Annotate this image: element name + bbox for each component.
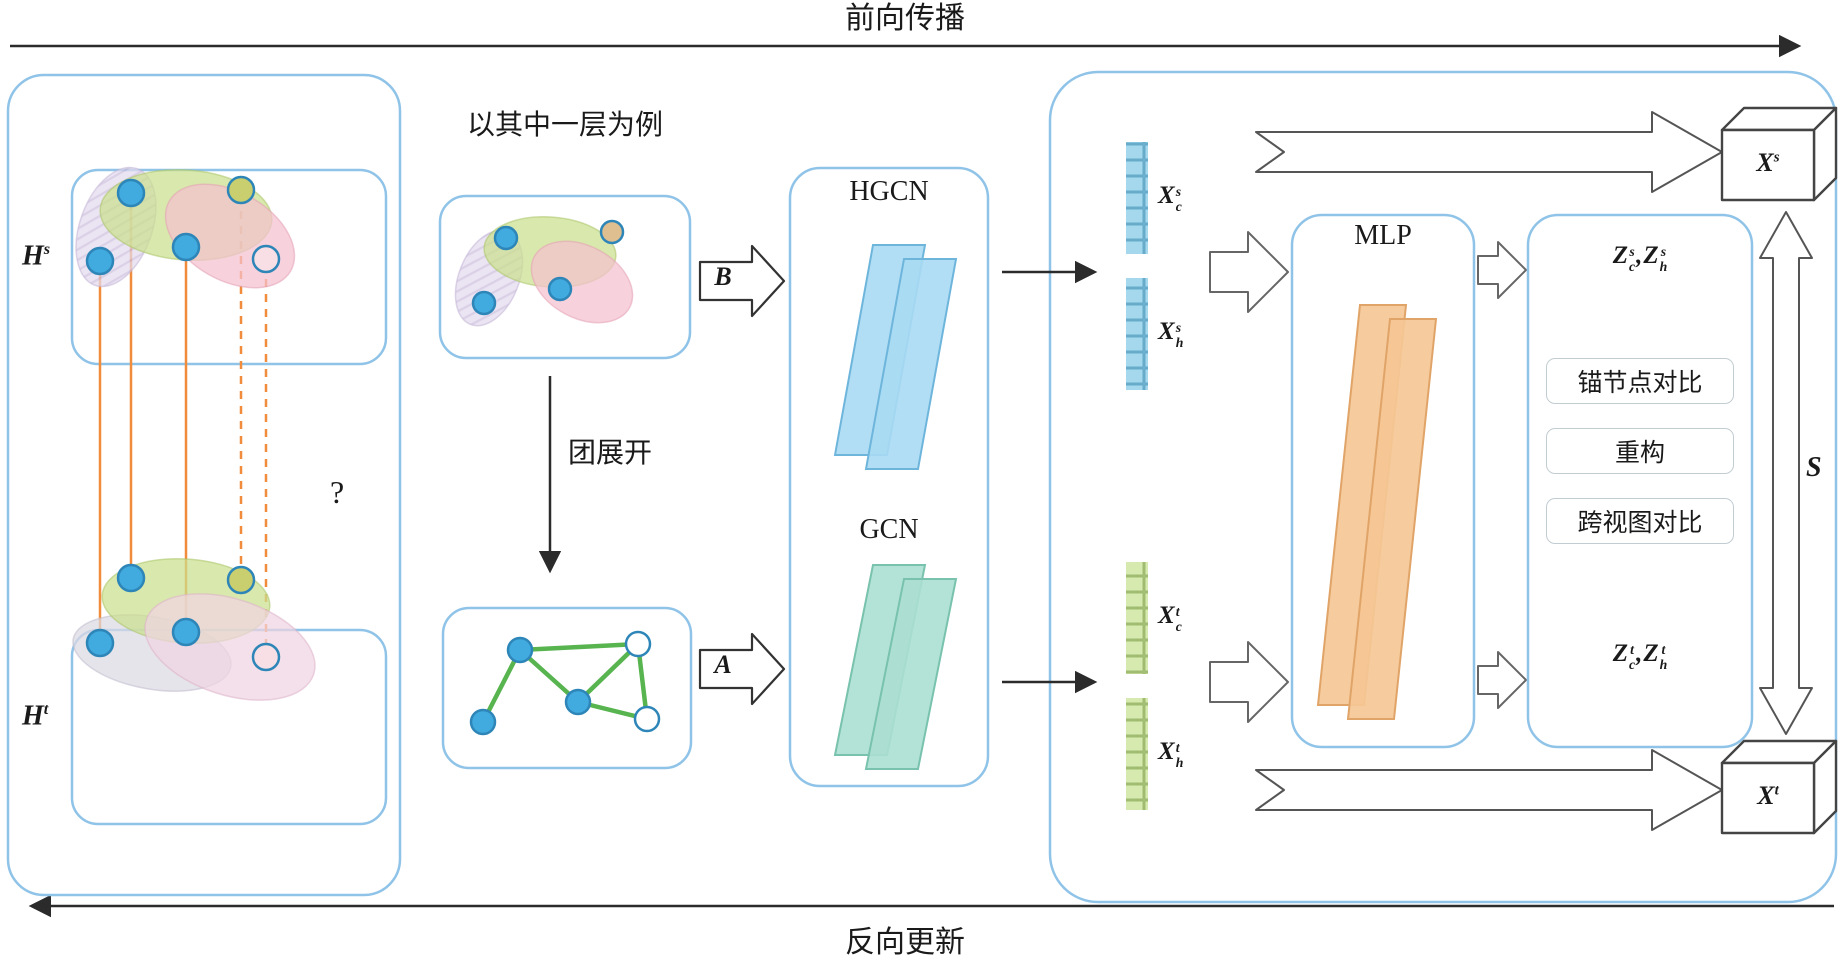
hypergraph-node: [226, 565, 256, 595]
mlp-output-arrow-bottom: [1477, 651, 1527, 709]
cube-front-face: [1720, 128, 1816, 202]
graph-node: [506, 636, 534, 664]
hypergraph-node: [226, 175, 256, 205]
graph-edge: [575, 641, 641, 705]
uncertain-match-label: ?: [330, 474, 345, 510]
forward-propagation-label: 前向传播: [845, 2, 965, 35]
target-hypergraph: [72, 557, 316, 701]
hgcn-layer-front: [864, 258, 958, 470]
source-hypergraph-label: Hs: [22, 240, 51, 272]
layer-example-hypergraph: [454, 216, 634, 327]
hypergraph-node: [599, 219, 625, 245]
hypergraph-node: [471, 290, 497, 316]
hyperedge-blob-pink: [530, 240, 634, 324]
clique-expansion-label: 团展开: [568, 438, 653, 469]
cube-front-face: [1720, 761, 1816, 835]
anchor-contrast-button: 锚节点对比: [1546, 358, 1734, 404]
graph-edge: [480, 647, 523, 725]
hypergraph-node: [116, 563, 146, 593]
xct-vector-stack: [1126, 562, 1148, 674]
mlp-label: MLP: [1354, 220, 1412, 251]
adjacency-matrix-arrow: [698, 632, 786, 706]
graph-node: [564, 688, 592, 716]
incidence-matrix-label: B: [714, 262, 732, 291]
gcn-label: GCN: [859, 514, 919, 545]
xhs-vector-stack: [1126, 278, 1148, 390]
hgcn-label: HGCN: [849, 176, 929, 207]
hypergraph-node: [171, 232, 201, 262]
mlp-output-arrow-top: [1477, 241, 1527, 299]
hypergraph-node: [547, 276, 573, 302]
hypergraph-node: [493, 225, 519, 251]
graph-edge: [517, 641, 641, 653]
graph-node: [633, 705, 661, 733]
hypergraph-node: [251, 642, 281, 672]
layer-example-label: 以其中一层为例: [466, 110, 663, 141]
similarity-arrow: [1759, 211, 1813, 735]
xs-cube-label: Xs: [1756, 148, 1780, 177]
xs-cube: [1720, 106, 1838, 202]
backward-update-label: 反向更新: [845, 926, 965, 959]
graph-node: [624, 630, 652, 658]
expanded-graph-box: [441, 606, 693, 770]
hypergraph-node: [116, 178, 146, 208]
cross-view-contrast-button: 跨视图对比: [1546, 498, 1734, 544]
xcs-vector-stack: [1126, 142, 1148, 254]
target-hypergraph-label: Ht: [22, 700, 49, 732]
graph-node: [469, 708, 497, 736]
objective-box: [1526, 213, 1754, 749]
xht-vector-stack: [1126, 698, 1148, 810]
source-hypergraph: [75, 166, 296, 289]
xs-output-arrow: [1255, 111, 1723, 193]
xt-output-arrow: [1255, 749, 1723, 831]
similarity-label: S: [1806, 452, 1822, 483]
expanded-graph: [469, 630, 661, 736]
adjacency-matrix-label: A: [714, 650, 732, 679]
gcn-layer-front: [864, 578, 958, 770]
xt-cube: [1720, 739, 1838, 835]
hypergraph-node: [85, 628, 115, 658]
mlp-input-arrow-bottom: [1209, 641, 1289, 723]
hypergraph-node: [171, 617, 201, 647]
mlp-layer-front: [1346, 318, 1438, 720]
hypergraph-node: [251, 244, 281, 274]
incidence-matrix-arrow: [698, 244, 786, 318]
xt-cube-label: Xt: [1757, 781, 1779, 810]
mlp-input-arrow-top: [1209, 231, 1289, 313]
hypergraph-node: [85, 246, 115, 276]
reconstruction-button: 重构: [1546, 428, 1734, 474]
